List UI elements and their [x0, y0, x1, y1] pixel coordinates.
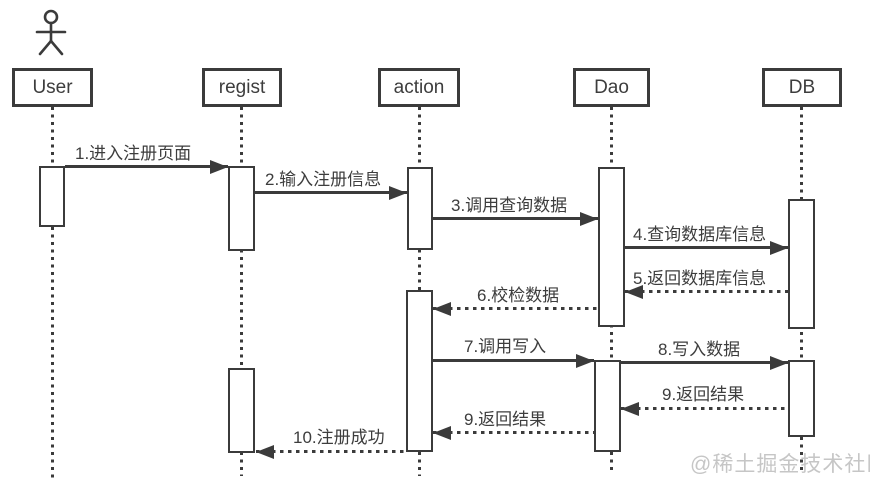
- message-label-5: 5.返回数据库信息: [633, 269, 767, 288]
- arrowhead-left-icon: [621, 402, 639, 416]
- arrowhead-left-icon: [256, 445, 274, 459]
- message-label-6: 6.校检数据: [477, 286, 560, 305]
- activation-db-2: [788, 360, 815, 437]
- arrowhead-right-icon: [389, 186, 407, 200]
- lifeline-label: User: [32, 76, 73, 98]
- message-line-4: [625, 246, 788, 249]
- message-line-9-dao-action: [433, 431, 594, 434]
- arrowhead-right-icon: [576, 354, 594, 368]
- activation-db-1: [788, 199, 815, 329]
- message-line-7: [433, 359, 594, 362]
- arrowhead-right-icon: [580, 212, 598, 226]
- message-line-10: [256, 450, 406, 453]
- message-label-7: 7.调用写入: [464, 337, 547, 356]
- activation-action-1: [407, 167, 433, 250]
- activation-action-2: [406, 290, 433, 452]
- message-label-1: 1.进入注册页面: [75, 144, 192, 163]
- message-line-2: [255, 191, 407, 194]
- arrowhead-left-icon: [433, 426, 451, 440]
- lifeline-label: DB: [788, 76, 816, 98]
- lifeline-header-user: User: [12, 68, 93, 107]
- lifeline-regist: [240, 107, 243, 476]
- message-line-8: [621, 361, 788, 364]
- message-line-9-db-dao: [621, 407, 788, 410]
- lifeline-user: [51, 107, 54, 478]
- arrowhead-right-icon: [210, 160, 228, 174]
- message-line-5: [625, 290, 788, 293]
- message-label-9-db-dao: 9.返回结果: [662, 385, 745, 404]
- message-line-3: [433, 217, 598, 220]
- lifeline-label: action: [393, 76, 445, 98]
- message-label-8: 8.写入数据: [658, 340, 741, 359]
- message-label-4: 4.查询数据库信息: [633, 225, 767, 244]
- arrowhead-left-icon: [433, 302, 451, 316]
- lifeline-header-regist: regist: [202, 68, 282, 107]
- message-line-1: [65, 165, 228, 168]
- message-line-6: [433, 307, 598, 310]
- activation-dao-2: [594, 360, 621, 452]
- activation-regist-2: [228, 368, 255, 453]
- arrowhead-left-icon: [625, 285, 643, 299]
- message-label-9-dao-action: 9.返回结果: [464, 410, 547, 429]
- message-label-10: 10.注册成功: [293, 428, 385, 447]
- activation-dao-1: [598, 167, 625, 327]
- arrowhead-right-icon: [770, 241, 788, 255]
- watermark: @稀土掘金技术社区: [690, 453, 870, 476]
- lifeline-header-action: action: [378, 68, 460, 107]
- actor-person-icon: [35, 9, 67, 56]
- lifeline-label: regist: [218, 76, 266, 98]
- activation-regist-1: [228, 166, 255, 251]
- lifeline-header-db: DB: [762, 68, 842, 107]
- message-label-2: 2.输入注册信息: [265, 170, 382, 189]
- activation-user: [39, 166, 65, 227]
- lifeline-header-dao: Dao: [573, 68, 650, 107]
- message-label-3: 3.调用查询数据: [451, 196, 568, 215]
- arrowhead-right-icon: [770, 356, 788, 370]
- lifeline-label: Dao: [594, 76, 629, 98]
